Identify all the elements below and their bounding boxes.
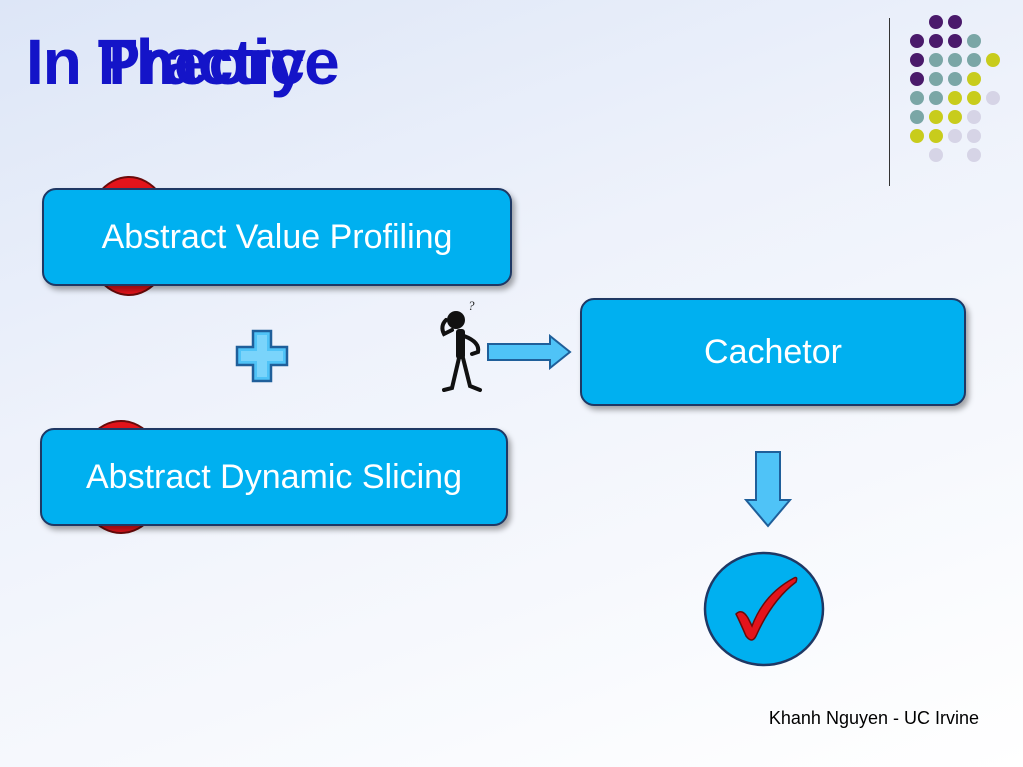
decorative-dot: [948, 129, 962, 143]
title-practice: In Practice: [26, 26, 340, 98]
decorative-dot: [910, 129, 924, 143]
decorative-dot: [910, 34, 924, 48]
decorative-dot: [910, 91, 924, 105]
decorative-dot: [967, 110, 981, 124]
decorative-dot: [929, 129, 943, 143]
decorative-dot: [910, 53, 924, 67]
decorative-dot: [929, 72, 943, 86]
decorative-dot: [986, 91, 1000, 105]
checkmark-icon: [703, 551, 825, 667]
decorative-dot: [948, 110, 962, 124]
decorative-dot: [929, 34, 943, 48]
decorative-dot: [948, 53, 962, 67]
decorative-dot: [967, 148, 981, 162]
question-mark-text: ?: [468, 298, 475, 313]
decorative-dot: [929, 148, 943, 162]
decorative-dot: [948, 34, 962, 48]
abstract-value-profiling-box: Abstract Value Profiling: [42, 188, 512, 286]
decorative-dot: [910, 110, 924, 124]
decorative-dot: [948, 15, 962, 29]
decorative-dot: [929, 110, 943, 124]
decorative-dot: [967, 72, 981, 86]
footer-credit: Khanh Nguyen - UC Irvine: [768, 708, 979, 728]
decorative-dot: [929, 15, 943, 29]
abstract-dynamic-slicing-box: Abstract Dynamic Slicing: [40, 428, 508, 526]
decorative-dot: [967, 91, 981, 105]
decorative-dot: [967, 53, 981, 67]
cachetor-box: Cachetor: [580, 298, 966, 406]
right-arrow-icon: [487, 334, 572, 370]
decorative-dot: [967, 129, 981, 143]
decorative-dot: [986, 53, 1000, 67]
decorative-dot: [910, 72, 924, 86]
plus-icon: [235, 329, 289, 383]
down-arrow-icon: [744, 451, 792, 528]
decorative-dot: [929, 91, 943, 105]
title-theory: In Theory: [26, 26, 306, 98]
thinker-icon: ?: [440, 298, 482, 392]
decorative-dot: [967, 34, 981, 48]
decorative-dot: [948, 72, 962, 86]
header-divider: [889, 18, 890, 186]
decorative-dot: [948, 91, 962, 105]
decorative-dot: [929, 53, 943, 67]
decorative-dot-grid: [910, 15, 1000, 162]
